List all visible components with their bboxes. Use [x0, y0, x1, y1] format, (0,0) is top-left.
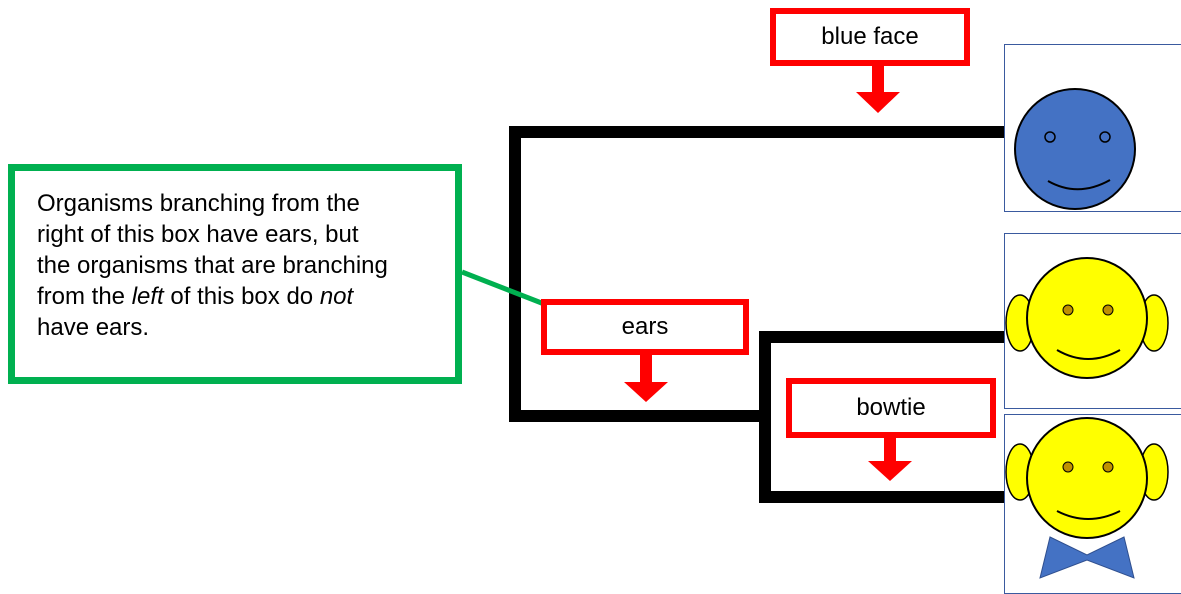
- blue-face-head: [1014, 88, 1136, 210]
- organism-blue-face: [1014, 88, 1136, 210]
- cladogram-branches: [509, 126, 1004, 503]
- ears-face-eye-right: [1102, 304, 1114, 316]
- ears-face-smile: [1056, 349, 1121, 360]
- arrow-bowtie: [868, 438, 912, 481]
- trait-box-ears: ears: [541, 299, 749, 355]
- trait-label-bowtie: bowtie: [856, 394, 926, 421]
- note-line-5: have ears.: [37, 314, 150, 341]
- note-emphasis-not: not: [319, 283, 354, 310]
- branch-outer: [509, 126, 1004, 422]
- trait-label-ears: ears: [621, 313, 669, 340]
- bowtie-face-eye-right: [1102, 461, 1114, 473]
- explanation-note: Organisms branching from the right of th…: [8, 164, 462, 384]
- note-line-4: from the left of this box do not: [37, 281, 437, 312]
- organism-bowtie: [1005, 417, 1169, 579]
- note-emphasis-left: left: [131, 283, 164, 310]
- trait-box-bowtie: bowtie: [786, 378, 996, 438]
- trait-box-blue-face: blue face: [770, 8, 970, 66]
- arrow-ears: [624, 355, 668, 402]
- trait-label-blue-face: blue face: [821, 23, 919, 50]
- branch-inner: [759, 331, 1004, 503]
- bowtie-face-eye-left: [1062, 461, 1074, 473]
- organism-ears: [1005, 257, 1169, 379]
- note-line-3: the organisms that are branching: [37, 252, 388, 279]
- blue-face-smile: [1047, 179, 1111, 191]
- note-line-4-mid: of this box do: [163, 283, 320, 310]
- blue-face-eye-left: [1044, 131, 1056, 143]
- trait-arrows: [624, 66, 912, 481]
- note-line-4-pre: from the: [37, 283, 132, 310]
- blue-face-eye-right: [1099, 131, 1111, 143]
- ears-face-eye-left: [1062, 304, 1074, 316]
- note-line-2: right of this box have ears, but: [37, 221, 359, 248]
- bowtie-icon: [1039, 536, 1135, 579]
- note-line-1: Organisms branching from the: [37, 190, 360, 217]
- arrow-blue-face: [856, 66, 900, 113]
- bowtie-face-head: [1026, 417, 1148, 539]
- ears-face-head: [1026, 257, 1148, 379]
- bowtie-face-smile: [1056, 510, 1121, 520]
